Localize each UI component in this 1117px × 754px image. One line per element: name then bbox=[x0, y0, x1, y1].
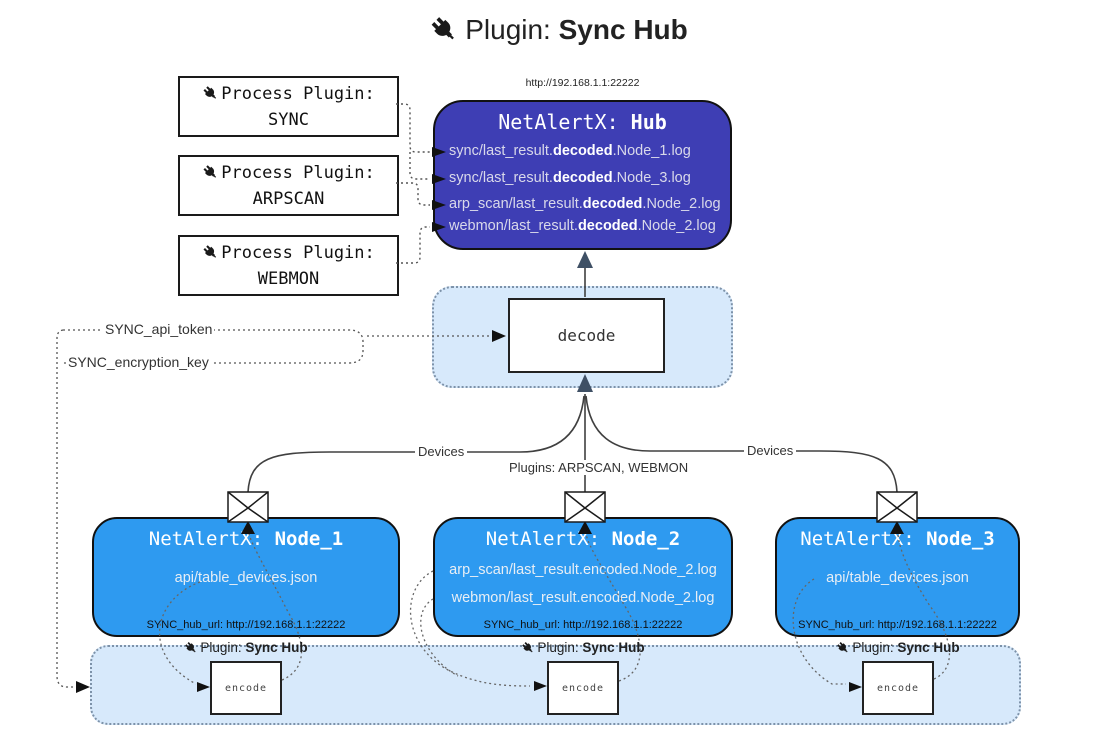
process-plugin-sync-box: Process Plugin: SYNC bbox=[178, 76, 399, 137]
process-plugin-webmon-box: Process Plugin: WEBMON bbox=[178, 235, 399, 296]
node1-file-line: api/table_devices.json bbox=[174, 570, 318, 586]
edge-sync-to-hub2 bbox=[409, 152, 430, 180]
arrowhead-into-hub bbox=[577, 251, 593, 268]
hub-log-line: sync/last_result.decoded.Node_3.log bbox=[449, 170, 691, 186]
node1-hub-url: SYNC_hub_url: http://192.168.1.1:22222 bbox=[146, 619, 346, 631]
page-title-prefix: Plugin: bbox=[465, 14, 559, 45]
node2-title: NetAlertX: Node_2 bbox=[485, 528, 681, 550]
process-plugin-name: SYNC bbox=[268, 109, 309, 130]
plugins-mid-label: Plugins: ARPSCAN, WEBMON bbox=[506, 460, 692, 475]
encode1-box: encode bbox=[210, 661, 282, 715]
node1-title: NetAlertX: Node_1 bbox=[148, 528, 344, 550]
hub-node-title: NetAlertX: Hub bbox=[498, 110, 667, 134]
decode-box: decode bbox=[508, 298, 665, 373]
edge-arpscan-to-hub bbox=[396, 182, 430, 206]
plug-icon bbox=[836, 641, 850, 655]
hub-node-box bbox=[433, 100, 732, 250]
plug-icon bbox=[429, 15, 459, 45]
page-title-bold: Sync Hub bbox=[558, 14, 688, 45]
node2-hub-url: SYNC_hub_url: http://192.168.1.1:22222 bbox=[483, 619, 683, 631]
encode2-plugin-label: Plugin: Sync Hub bbox=[503, 640, 663, 655]
encode-label: encode bbox=[561, 682, 605, 694]
plug-icon bbox=[202, 164, 219, 181]
arrowhead-container-left bbox=[76, 681, 90, 693]
devices-left-label: Devices bbox=[415, 444, 468, 459]
edge-sync-to-hub1 bbox=[396, 103, 430, 153]
encode1-plugin-label: Plugin: Sync Hub bbox=[166, 640, 326, 655]
encode3-box: encode bbox=[862, 661, 934, 715]
encode2-box: encode bbox=[547, 661, 619, 715]
page-title: Plugin: Sync Hub bbox=[0, 14, 1117, 46]
process-plugin-name: ARPSCAN bbox=[252, 188, 325, 209]
node2-file-line: webmon/last_result.encoded.Node_2.log bbox=[451, 590, 715, 606]
hub-log-line: webmon/last_result.decoded.Node_2.log bbox=[449, 218, 716, 234]
encode-label: encode bbox=[876, 682, 920, 694]
node2-file-line: arp_scan/last_result.encoded.Node_2.log bbox=[449, 562, 717, 578]
process-plugin-name: WEBMON bbox=[257, 268, 320, 289]
devices-right-label: Devices bbox=[744, 443, 797, 458]
process-plugin-label: Process Plugin: bbox=[221, 162, 375, 183]
sync-api-token-label: SYNC_api_token bbox=[103, 321, 215, 337]
plug-icon bbox=[202, 85, 219, 102]
node3-hub-url: SYNC_hub_url: http://192.168.1.1:22222 bbox=[798, 619, 997, 631]
decode-label: decode bbox=[557, 326, 616, 345]
node1-box bbox=[92, 517, 400, 637]
edge-keys-down-left bbox=[56, 329, 75, 688]
node3-title: NetAlertX: Node_3 bbox=[800, 528, 995, 550]
edge-webmon-to-hub bbox=[396, 226, 430, 264]
hub-url-label: http://192.168.1.1:22222 bbox=[525, 77, 640, 89]
process-plugin-arpscan-box: Process Plugin: ARPSCAN bbox=[178, 155, 399, 216]
encode-label: encode bbox=[224, 682, 268, 694]
plug-icon bbox=[202, 244, 219, 261]
sync-encryption-key-label: SYNC_encryption_key bbox=[66, 354, 211, 370]
encode3-plugin-label: Plugin: Sync Hub bbox=[818, 640, 978, 655]
hub-log-line: arp_scan/last_result.decoded.Node_2.log bbox=[449, 196, 721, 212]
hub-log-line: sync/last_result.decoded.Node_1.log bbox=[449, 143, 691, 159]
edge-node3-to-decode bbox=[585, 395, 898, 493]
node3-file-line: api/table_devices.json bbox=[826, 570, 969, 586]
process-plugin-label: Process Plugin: bbox=[221, 242, 375, 263]
plug-icon bbox=[184, 641, 198, 655]
process-plugin-label: Process Plugin: bbox=[221, 83, 375, 104]
plug-icon bbox=[521, 641, 535, 655]
